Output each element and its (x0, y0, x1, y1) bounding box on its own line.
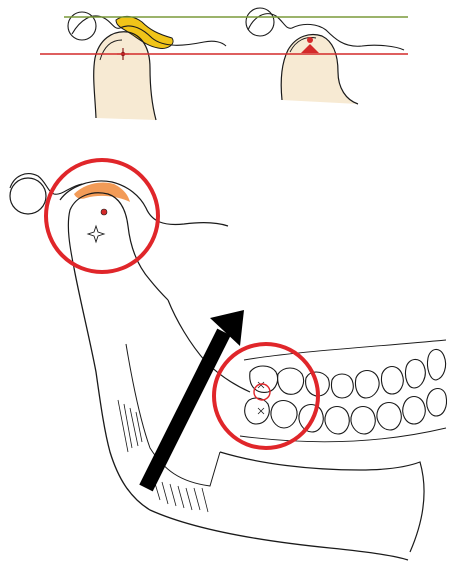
condyle-dot-marker (101, 209, 107, 215)
occlusion-circle (214, 344, 318, 448)
condyle-star-marker (88, 226, 104, 242)
ear-outline-right (246, 8, 274, 36)
condyle-circle (46, 160, 158, 272)
top-detail-panel (40, 8, 408, 120)
mandible-panel (10, 160, 447, 560)
ear-outline-main (10, 178, 46, 214)
ear-outline-left (68, 12, 96, 40)
condyle-detail-left (68, 12, 226, 120)
upper-teeth-row (250, 349, 446, 398)
condyle-detail-right (246, 8, 404, 104)
condyle-head-main (68, 193, 168, 300)
condyle-left-bone (94, 32, 156, 120)
force-direction-arrow (146, 310, 244, 488)
temporal-outline-main (10, 174, 82, 195)
